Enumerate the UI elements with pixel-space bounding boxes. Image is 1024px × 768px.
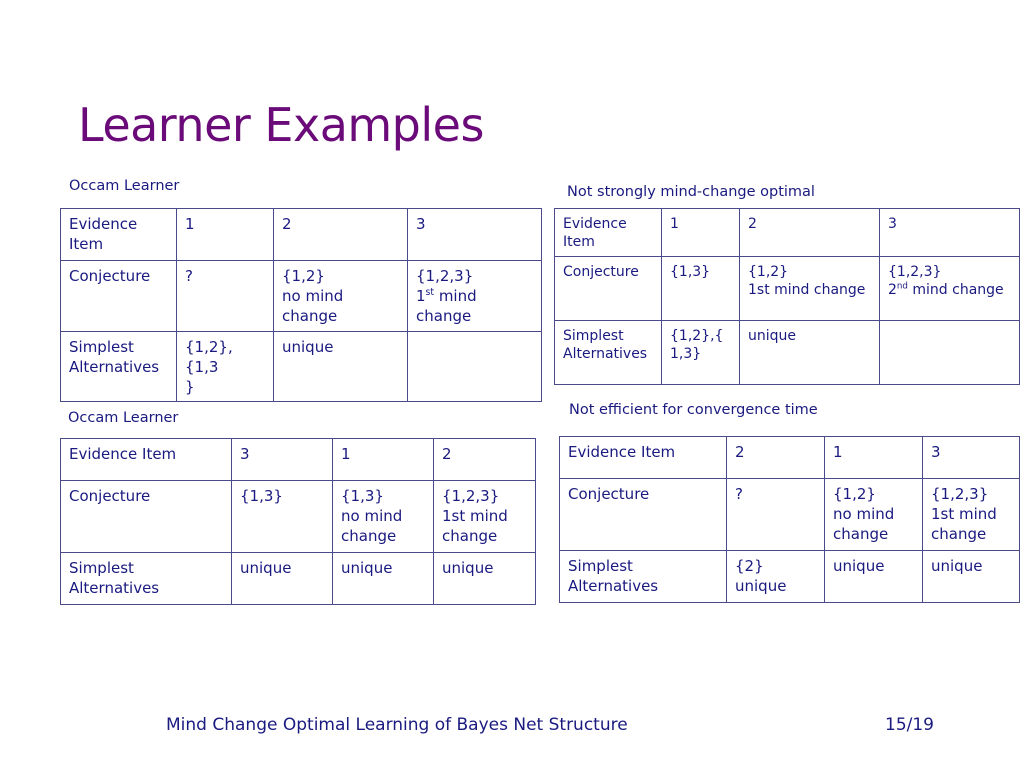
table-cell: 3: [879, 208, 1020, 257]
table-cell: {1,2,3} 1st mind change: [922, 478, 1020, 551]
table-cell: 1: [176, 208, 274, 261]
table-row: Conjecture{1,3}{1,2} 1st mind change{1,2…: [554, 255, 1020, 321]
row-header-cell: Conjecture: [554, 255, 662, 321]
table-cell: unique: [273, 330, 408, 403]
table-cell: ?: [726, 478, 825, 551]
table-cell: [879, 319, 1020, 385]
row-header-cell: Conjecture: [60, 260, 177, 332]
table-caption-occam-learner-2: Occam Learner: [68, 410, 179, 426]
table-row: Conjecture?{1,2} no mind change{1,2,3} 1…: [60, 260, 542, 332]
table-cell: [407, 330, 542, 403]
table-cell: {1,2},{1,3 }: [176, 330, 274, 403]
table-cell: 3: [231, 438, 333, 481]
row-header-cell: Simplest Alternatives: [559, 550, 727, 603]
table-cell: {1,2} 1st mind change: [739, 255, 880, 321]
table-cell: {1,2} no mind change: [273, 260, 408, 332]
table-cell: {1,3}: [661, 255, 740, 321]
row-header-cell: Simplest Alternatives: [60, 552, 232, 605]
table-cell: {1,2},{ 1,3}: [661, 319, 740, 385]
row-header-cell: Evidence Item: [554, 208, 662, 257]
table-cell: unique: [739, 319, 880, 385]
ordinal-suffix: st: [425, 286, 435, 298]
table-cell: unique: [231, 552, 333, 605]
slide-title: Learner Examples: [78, 98, 484, 152]
table-cell: unique: [433, 552, 536, 605]
table-cell: ?: [176, 260, 274, 332]
table-row: Conjecture?{1,2} no mind change{1,2,3} 1…: [559, 478, 1020, 551]
ordinal-suffix: nd: [896, 281, 908, 292]
row-header-cell: Evidence Item: [60, 438, 232, 481]
table-cell: 1: [332, 438, 434, 481]
row-header-cell: Conjecture: [60, 480, 232, 553]
cell-text: mind change: [907, 282, 1004, 299]
table-cell: 2: [433, 438, 536, 481]
table-cell: {1,2,3} 2nd mind change: [879, 255, 1020, 321]
cell-text: {1,2,3} 2: [888, 263, 942, 299]
footer-talk-title: Mind Change Optimal Learning of Bayes Ne…: [166, 715, 628, 735]
table-cell: {1,2,3} 1st mind change: [407, 260, 542, 332]
table-row: Simplest Alternatives{1,2},{ 1,3}unique: [554, 319, 1020, 385]
table-cell: {1,2,3} 1st mind change: [433, 480, 536, 553]
table-cell: 3: [407, 208, 542, 261]
table-row: Conjecture{1,3}{1,3} no mind change{1,2,…: [60, 480, 536, 553]
table-cell: unique: [332, 552, 434, 605]
table-cell: 3: [922, 436, 1020, 479]
table-cell: unique: [922, 550, 1020, 603]
row-header-cell: Simplest Alternatives: [60, 330, 177, 403]
table-cell: unique: [824, 550, 923, 603]
table-caption-occam-learner-1: Occam Learner: [69, 178, 180, 194]
cell-text: mind change: [416, 286, 477, 325]
table-cell: 1: [824, 436, 923, 479]
row-header-cell: Evidence Item: [559, 436, 727, 479]
table-cell: {1,2} no mind change: [824, 478, 923, 551]
table-cell: {2} unique: [726, 550, 825, 603]
table-cell: 2: [739, 208, 880, 257]
table-cell: {1,3} no mind change: [332, 480, 434, 553]
cell-text: {1,2,3} 1: [416, 267, 474, 305]
footer-page-number: 15/19: [885, 715, 934, 735]
table-cell: {1,3}: [231, 480, 333, 553]
row-header-cell: Evidence Item: [60, 208, 177, 261]
table-caption-not-efficient: Not efficient for convergence time: [569, 402, 818, 418]
row-header-cell: Conjecture: [559, 478, 727, 551]
table-caption-not-strongly-optimal: Not strongly mind-change optimal: [567, 184, 815, 200]
table-cell: 1: [661, 208, 740, 257]
table-row: Simplest Alternatives{1,2},{1,3 }unique: [60, 330, 542, 403]
table-cell: 2: [726, 436, 825, 479]
row-header-cell: Simplest Alternatives: [554, 319, 662, 385]
table-cell: 2: [273, 208, 408, 261]
